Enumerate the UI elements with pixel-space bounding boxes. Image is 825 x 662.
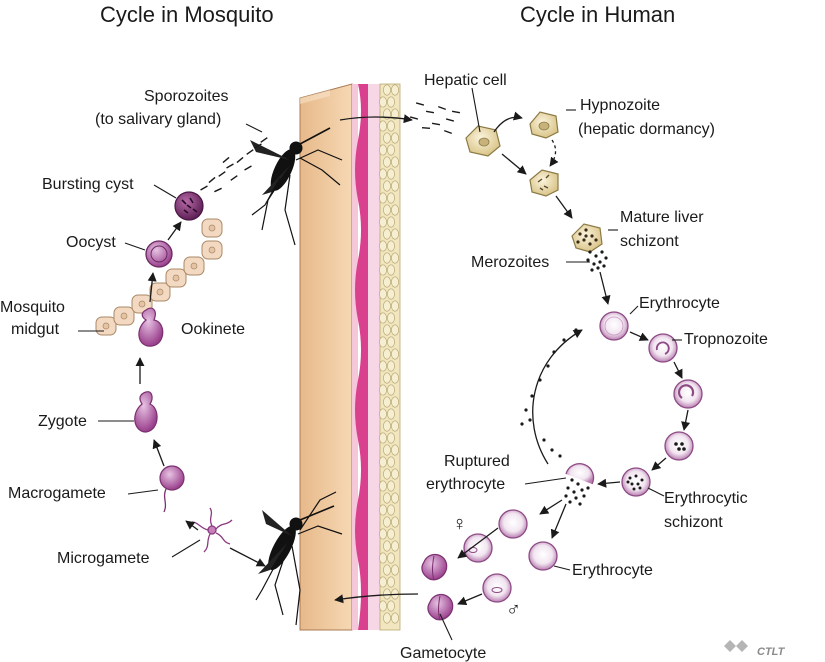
male-symbol-icon: ♂ [506,599,521,621]
ctlt-logo-text: CTLT [757,646,786,658]
gametocyte-female-icon [421,553,448,581]
midgut-cell [149,282,171,302]
oocyst-label: Oocyst [66,234,116,251]
zygote-label: Zygote [38,413,87,430]
macrogamete-label: Macrogamete [8,485,106,502]
mosquito-cycle-heading: Cycle in Mosquito [100,2,274,27]
midgut-cell [201,240,223,260]
released-merozoites-icon [520,328,578,458]
mature-liver-schizont-icon [571,223,603,253]
gametocyte-male-icon [427,593,454,621]
mosquito-midgut-label: Mosquito [0,299,65,316]
human-cycle-arrows [457,111,691,606]
erythrocyte-bottom-label: Erythrocyte [572,562,653,579]
ookinete-label: Ookinete [181,321,245,338]
erythrocytic-schizont-sub-label: schizont [664,514,723,531]
bursting-cyst-icon [174,191,204,221]
mosquito-cycle-leaders [78,123,263,558]
ruptured-erythrocyte-sub-label: erythrocyte [426,476,505,493]
merozoites-label: Merozoites [471,254,549,271]
human-cycle-leaders [439,87,682,641]
microgamete-label: Microgamete [57,550,150,567]
gametocyte-label: Gametocyte [400,645,486,662]
mosquito-cycle-arrows [135,221,419,604]
mature-liver-schizont-sub-label: schizont [620,233,679,250]
erythrocytic-schizont-label: Erythrocytic [664,490,748,507]
tropnozoite-icon [648,333,678,363]
ctlt-logo: CTLT [724,640,786,658]
macrogamete-icon [159,465,185,513]
erythrocyte-gametocyte-group [463,509,558,603]
liver-schizont-developing-icon [529,169,559,197]
microgamete-icon [191,507,233,553]
bursting-cyst-label: Bursting cyst [42,176,134,193]
hypnozoite-icon [529,111,559,139]
human-cycle-heading: Cycle in Human [520,2,675,27]
early-schizont-icon [664,431,694,461]
midgut-cell [183,256,205,276]
mosquito-midgut-sub-label: midgut [11,321,60,338]
erythrocytic-schizont-icon [621,467,651,497]
sporozoites-label: Sporozoites [144,88,229,105]
sporozoites-sub-label: (to salivary gland) [95,111,221,128]
trophozoite-ring-icon [673,379,703,409]
midgut-cell [95,316,117,336]
ruptured-erythrocyte-label: Ruptured [444,453,510,470]
merozoites-icon [586,250,608,272]
mosquito-midgut-cells [95,218,223,336]
midgut-cell [113,306,135,326]
ruptured-erythrocyte-icon [564,463,595,506]
hypnozoite-sub-label: (hepatic dormancy) [578,121,715,138]
sporozoites-icon [200,137,268,193]
hepatic-cell-label: Hepatic cell [424,72,507,89]
hypnozoite-label: Hypnozoite [580,97,660,114]
zygote-icon [134,391,158,433]
midgut-cell [165,268,187,288]
ookinete-icon [138,307,164,347]
mature-liver-schizont-label: Mature liver [620,209,704,226]
sporozoites-in-blood-icon [409,102,461,135]
midgut-cell [131,294,153,314]
erythrocyte-top-label: Erythrocyte [639,295,720,312]
erythrocyte-icon [599,311,629,341]
female-symbol-icon: ♀ [452,513,467,535]
tropnozoite-label: Tropnozoite [684,331,768,348]
hepatic-cell-icon [465,125,501,157]
oocyst-icon [145,240,173,268]
midgut-cell [201,218,223,238]
